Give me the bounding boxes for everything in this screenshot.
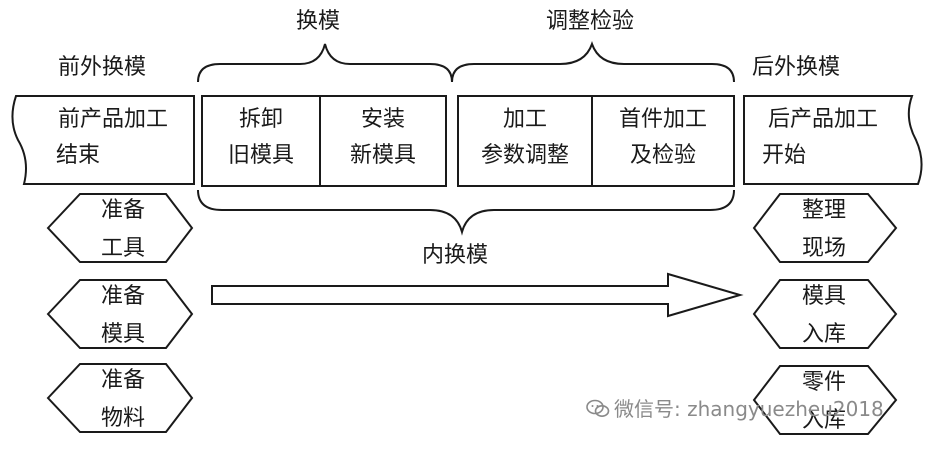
right-status-box: [743, 95, 923, 185]
prep-material: 准备 物料: [80, 362, 166, 438]
step-4-line2: 及检验: [629, 143, 696, 168]
step-1-line2: 旧模具: [227, 143, 294, 168]
prep-mold-line2: 模具: [100, 322, 145, 347]
wechat-icon: [586, 399, 610, 417]
step-3-line1: 加工: [502, 107, 547, 132]
post-parts-line1: 零件: [801, 370, 846, 395]
adjust-inspect-brace: [451, 40, 735, 83]
left-status-line1: 前产品加工: [57, 107, 168, 132]
post-tidy-site: 整理 现场: [780, 192, 868, 268]
inner-changeover-brace: [197, 189, 735, 236]
right-header: 后外换模: [752, 55, 841, 80]
step-2-line2: 新模具: [349, 143, 416, 168]
adjust-inspect-label: 调整检验: [546, 9, 635, 34]
prep-mold-line1: 准备: [100, 284, 145, 309]
right-status-line2: 开始: [762, 143, 807, 168]
changeover-label: 换模: [296, 9, 341, 34]
right-status-line1: 后产品加工: [767, 107, 878, 132]
step-1-line1: 拆卸: [238, 107, 283, 132]
step-first-piece-inspect: 首件加工 及检验: [592, 102, 734, 174]
step-install-new-mold: 安装 新模具: [320, 102, 446, 174]
right-hexagon-3: [752, 365, 898, 435]
inner-changeover-label: 内换模: [422, 243, 489, 268]
left-status-line2: 结束: [56, 143, 101, 168]
step-2-line1: 安装: [360, 107, 405, 132]
left-hexagon-3: [46, 363, 194, 433]
prep-material-line1: 准备: [100, 368, 145, 393]
prep-tools-line1: 准备: [100, 198, 145, 223]
post-tidy-line2: 现场: [801, 236, 846, 261]
group-box-changeover: [201, 95, 447, 187]
left-status-box: [11, 95, 195, 185]
left-status-text: 前产品加工 结束: [30, 102, 196, 174]
left-header: 前外换模: [58, 55, 147, 80]
post-parts-line2: 入库: [801, 408, 846, 433]
step-4-line1: 首件加工: [618, 107, 707, 132]
step-parameter-adjust: 加工 参数调整: [458, 102, 592, 174]
step-3-line2: 参数调整: [480, 143, 569, 168]
step-remove-old-mold: 拆卸 旧模具: [202, 102, 320, 174]
post-mold-line1: 模具: [801, 284, 846, 309]
prep-material-line2: 物料: [100, 406, 145, 431]
changeover-brace: [197, 43, 453, 83]
post-mold-storage: 模具 入库: [780, 278, 868, 354]
flow-arrow: [211, 272, 744, 318]
prep-tools: 准备 工具: [80, 192, 166, 268]
right-status-text: 后产品加工 开始: [748, 102, 898, 174]
prep-mold: 准备 模具: [80, 278, 166, 354]
post-parts-storage: 零件 入库: [780, 364, 868, 440]
post-tidy-line1: 整理: [801, 198, 846, 223]
right-hexagon-2: [752, 279, 898, 349]
right-hexagon-1: [752, 193, 898, 263]
watermark-text: 微信号: zhangyuezheu2018: [614, 397, 884, 421]
post-mold-line2: 入库: [801, 322, 846, 347]
left-hexagon-1: [46, 193, 194, 263]
prep-tools-line2: 工具: [100, 236, 145, 261]
left-hexagon-2: [46, 279, 194, 349]
group-box-adjust: [457, 95, 735, 187]
